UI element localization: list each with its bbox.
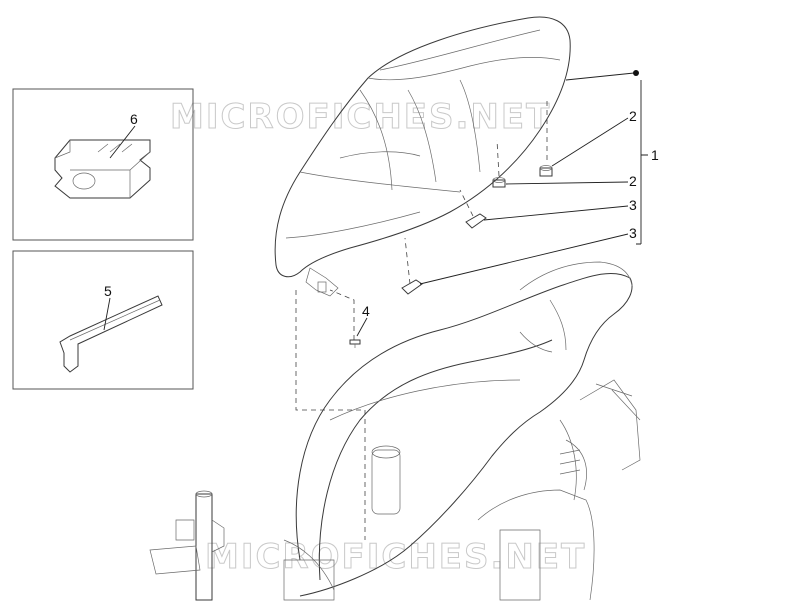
callout-1: 1 <box>651 147 659 163</box>
callout-5: 5 <box>104 283 112 299</box>
reference-dot <box>633 70 639 76</box>
clip-part-6 <box>54 139 151 199</box>
callout-2-lower: 2 <box>629 173 637 189</box>
scooter-body <box>283 261 641 601</box>
watermark-bottom: MICROFICHES.NET <box>205 537 586 577</box>
callout-4: 4 <box>362 303 370 319</box>
pad-3a <box>465 213 487 229</box>
callout-3-lower: 3 <box>629 225 637 241</box>
part-6-box <box>12 88 194 241</box>
rubber-bumper-2b <box>492 177 506 188</box>
callout-3-upper: 3 <box>629 197 637 213</box>
front-frame <box>149 490 225 601</box>
pad-3b <box>401 279 423 295</box>
part-5-box <box>12 250 194 390</box>
watermark-top: MICROFICHES.NET <box>170 97 551 137</box>
wrench-part-5 <box>59 295 163 373</box>
callout-2-upper: 2 <box>629 108 637 124</box>
seat-part-1 <box>274 16 571 297</box>
rubber-bumper-2a <box>539 165 553 177</box>
screw-part-4 <box>349 339 361 348</box>
callout-6: 6 <box>130 111 138 127</box>
